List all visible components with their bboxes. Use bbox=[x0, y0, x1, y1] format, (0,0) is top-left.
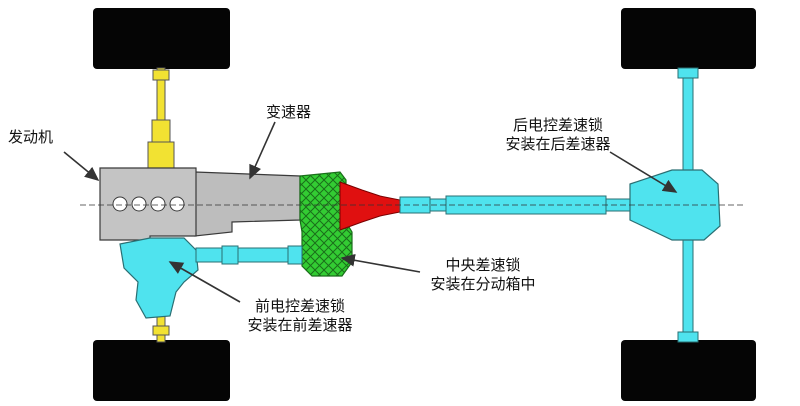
engine-block bbox=[99, 167, 197, 241]
front-left-tire bbox=[93, 8, 230, 69]
front-differential bbox=[119, 237, 199, 319]
center-coupling bbox=[339, 181, 401, 231]
rear-lock-label-line2: 安装在后差速器 bbox=[505, 135, 611, 153]
front-driveshaft bbox=[195, 245, 303, 265]
center-lock-label-line2: 安装在分动箱中 bbox=[430, 275, 536, 293]
transmission-leader bbox=[249, 121, 276, 180]
front-lower-halfshaft bbox=[152, 299, 170, 343]
rear-lock-label-line1: 后电控差速锁 bbox=[512, 116, 603, 134]
center-lock-label-line1: 中央差速锁 bbox=[445, 256, 521, 274]
transmission-label: 变速器 bbox=[266, 103, 312, 121]
front-lock-leader bbox=[168, 261, 241, 303]
front-lock-label: 前电控差速锁 安装在前差速器 bbox=[230, 297, 370, 335]
rear-lock-label: 后电控差速锁 安装在后差速器 bbox=[488, 116, 628, 154]
rear-right-tire bbox=[621, 340, 756, 401]
front-lock-label-line1: 前电控差速锁 bbox=[254, 297, 345, 315]
transmission-housing bbox=[194, 171, 301, 237]
engine-cylinders bbox=[112, 196, 185, 212]
front-right-tire bbox=[93, 340, 230, 401]
front-upper-halfshaft bbox=[147, 67, 175, 171]
rear-left-tire bbox=[621, 8, 756, 69]
center-lock-leader bbox=[340, 253, 421, 273]
rear-lock-leader bbox=[609, 151, 678, 193]
engine-label: 发动机 bbox=[8, 128, 54, 146]
center-lock-label: 中央差速锁 安装在分动箱中 bbox=[418, 256, 548, 294]
transfer-case bbox=[299, 171, 353, 277]
engine-leader bbox=[63, 151, 100, 182]
front-lock-label-line2: 安装在前差速器 bbox=[247, 316, 353, 334]
